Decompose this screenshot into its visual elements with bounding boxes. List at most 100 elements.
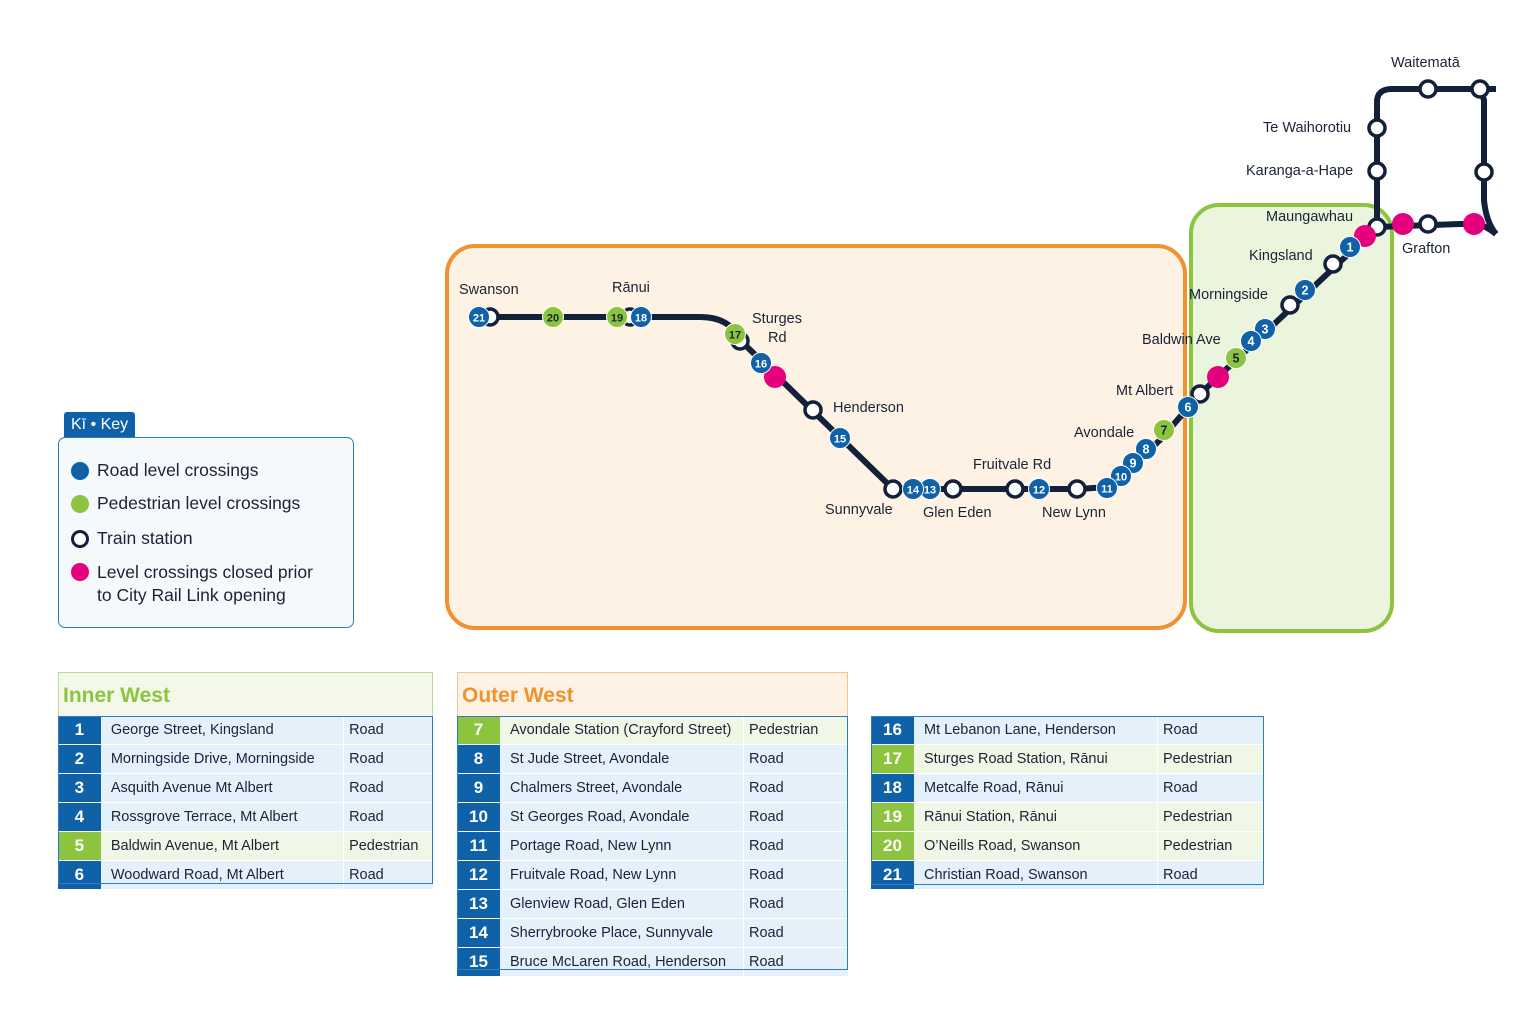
- pedestrian-crossing-dot: [1225, 347, 1247, 369]
- train-station-glen-eden: [943, 479, 963, 499]
- crossing-number: 2: [58, 744, 101, 774]
- crossing-type: Road: [343, 716, 433, 745]
- crossing-marker-15: 15: [829, 427, 851, 449]
- outer-west-heading: Outer West: [457, 672, 848, 716]
- station-label-baldwin-ave: Baldwin Ave: [1142, 332, 1221, 348]
- crossing-number: 17: [871, 744, 914, 774]
- crossing-number: 12: [457, 860, 500, 890]
- crossing-number: 19: [871, 802, 914, 832]
- crossing-number-label: 20: [547, 313, 559, 325]
- crossing-marker-16: 16: [750, 352, 772, 374]
- inner-west-heading: Inner West: [58, 672, 433, 716]
- crossing-number: 14: [457, 918, 500, 948]
- crossing-type: Road: [343, 773, 433, 803]
- train-station-britomart-east: [1470, 79, 1490, 99]
- crossing-type: Road: [743, 889, 848, 919]
- crossing-marker-10: 10: [1110, 465, 1132, 487]
- road-crossing-dot: [630, 306, 652, 328]
- crossing-name: Bruce McLaren Road, Henderson: [500, 947, 744, 977]
- road-crossing-dot: [1110, 465, 1132, 487]
- closed-crossing-marker: [1392, 213, 1414, 235]
- train-station-mt-albert: [1190, 384, 1210, 404]
- crossing-marker-21: 21: [468, 306, 490, 328]
- crossing-name: Rānui Station, Rānui: [914, 802, 1158, 832]
- station-label-henderson: Henderson: [833, 400, 904, 416]
- crossing-marker-12: 12: [1028, 478, 1050, 500]
- station-label-morningside: Morningside: [1189, 287, 1268, 303]
- crossing-name: Morningside Drive, Morningside: [100, 744, 345, 774]
- crossing-marker-2: 2: [1294, 279, 1316, 301]
- crossing-marker-3: 3: [1254, 318, 1276, 340]
- station-label-new-lynn: New Lynn: [1042, 505, 1106, 521]
- crossing-number: 15: [457, 947, 500, 977]
- crossing-name: George Street, Kingsland: [100, 716, 345, 745]
- crossing-name: St Jude Street, Avondale: [500, 744, 744, 774]
- crossing-number: 3: [58, 773, 101, 803]
- crossing-number: 6: [58, 860, 101, 890]
- outer-west-region: [445, 244, 1187, 630]
- crossing-name: Asquith Avenue Mt Albert: [100, 773, 345, 803]
- station-label-fruitvale: Fruitvale Rd: [973, 457, 1052, 473]
- key-row-road: Road level crossings: [71, 460, 258, 481]
- station-label-mt-albert: Mt Albert: [1116, 383, 1174, 399]
- crossing-name: Sherrybrooke Place, Sunnyvale: [500, 918, 744, 948]
- crossing-number-label: 11: [1101, 484, 1113, 496]
- pedestrian-crossing-dot: [1153, 419, 1175, 441]
- key-row-station: Train station: [71, 528, 193, 549]
- station-label-te-waihorotiu: Te Waihorotiu: [1263, 120, 1352, 136]
- road-crossing-dot-icon: [71, 462, 89, 480]
- crossing-number: 20: [871, 831, 914, 861]
- train-station-loop-east: [1474, 162, 1494, 182]
- train-station-henderson: [803, 400, 823, 420]
- crossing-number-label: 8: [1143, 443, 1150, 457]
- crossing-number-label: 4: [1248, 335, 1255, 349]
- crossing-name: Sturges Road Station, Rānui: [914, 744, 1158, 774]
- crossing-number: 9: [457, 773, 500, 803]
- crossing-number: 1: [58, 716, 101, 745]
- crossing-type: Road: [343, 744, 433, 774]
- closed-crossing-dot-icon: [71, 563, 89, 581]
- train-station-karanga-a-hape: [1367, 161, 1387, 181]
- road-crossing-dot: [1177, 396, 1199, 418]
- crossing-type: Road: [1157, 716, 1264, 745]
- crossing-name: Portage Road, New Lynn: [500, 831, 744, 861]
- crossing-name: Rossgrove Terrace, Mt Albert: [100, 802, 345, 832]
- crossing-name: Avondale Station (Crayford Street): [500, 716, 744, 745]
- road-crossing-dot: [1028, 478, 1050, 500]
- station-label-swanson: Swanson: [459, 282, 519, 298]
- crossing-type: Pedestrian: [1157, 744, 1264, 774]
- crossing-marker-4: 4: [1240, 330, 1262, 352]
- road-crossing-dot: [1339, 236, 1361, 258]
- crossing-number-label: 6: [1185, 401, 1192, 415]
- road-crossing-dot: [829, 427, 851, 449]
- crossing-number: 8: [457, 744, 500, 774]
- road-crossing-dot: [1294, 279, 1316, 301]
- crossing-name: Mt Lebanon Lane, Henderson: [914, 716, 1158, 745]
- train-station-fruitvale-rd: [1005, 479, 1025, 499]
- train-station-kingsland: [1323, 254, 1343, 274]
- crossing-type: Road: [743, 918, 848, 948]
- closed-crossing-marker: [1463, 213, 1485, 235]
- train-station-te-waihorotiu: [1367, 118, 1387, 138]
- key-label-closed-line2: to City Rail Link opening: [97, 585, 286, 605]
- key-row-closed: Level crossings closed prior to City Rai…: [71, 561, 313, 607]
- key-label-closed-line1: Level crossings closed prior: [97, 562, 313, 582]
- crossing-marker-17: 17: [724, 323, 746, 345]
- station-label-grafton: Grafton: [1402, 241, 1451, 257]
- crossing-type: Road: [743, 860, 848, 890]
- station-label-glen-eden: Glen Eden: [923, 505, 992, 521]
- crossing-name: Glenview Road, Glen Eden: [500, 889, 744, 919]
